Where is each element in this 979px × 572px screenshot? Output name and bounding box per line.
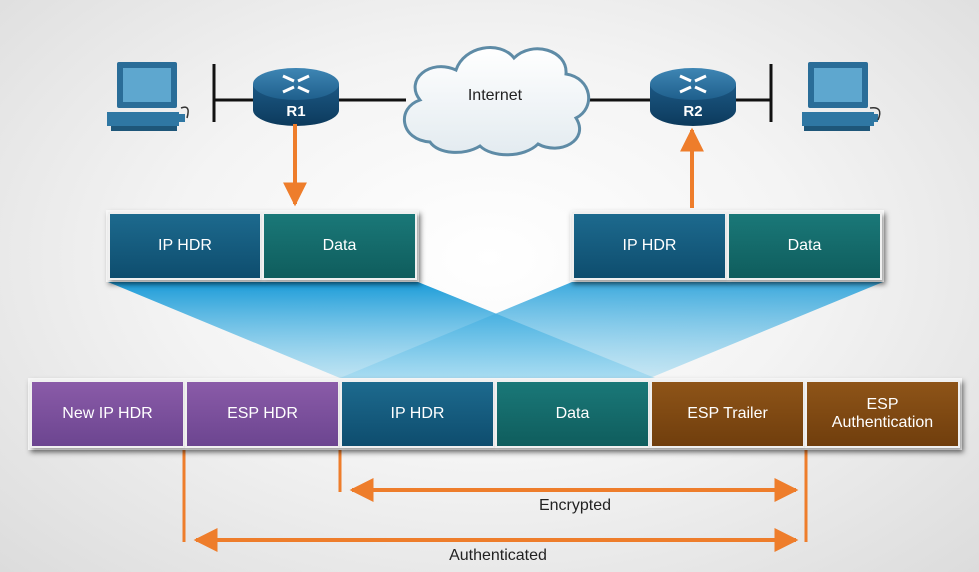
cloud-icon: [403, 46, 591, 157]
esp-trailer: ESP Trailer: [650, 380, 805, 448]
packet-left-ip-hdr: IP HDR: [108, 212, 262, 280]
esp-ip-hdr: IP HDR: [340, 380, 495, 448]
pc-icon: [107, 62, 189, 131]
esp-authentication: ESP Authentication: [805, 380, 960, 448]
esp-new-ip-hdr: New IP HDR: [30, 380, 185, 448]
router-label-r2: R2: [683, 103, 703, 120]
esp-esp-hdr: ESP HDR: [185, 380, 340, 448]
pc-icon: [802, 62, 881, 131]
packet-left-data: Data: [262, 212, 417, 280]
router-icon: [650, 68, 736, 126]
cloud-label: Internet: [467, 87, 523, 104]
packet-right-ip-hdr: IP HDR: [572, 212, 727, 280]
authenticated-label: Authenticated: [449, 547, 547, 564]
esp-data: Data: [495, 380, 650, 448]
funnel-right: [340, 282, 883, 378]
packet-right-data: Data: [727, 212, 882, 280]
router-icon: [253, 68, 339, 126]
encrypted-label: Encrypted: [538, 497, 612, 514]
router-label-r1: R1: [286, 103, 306, 120]
